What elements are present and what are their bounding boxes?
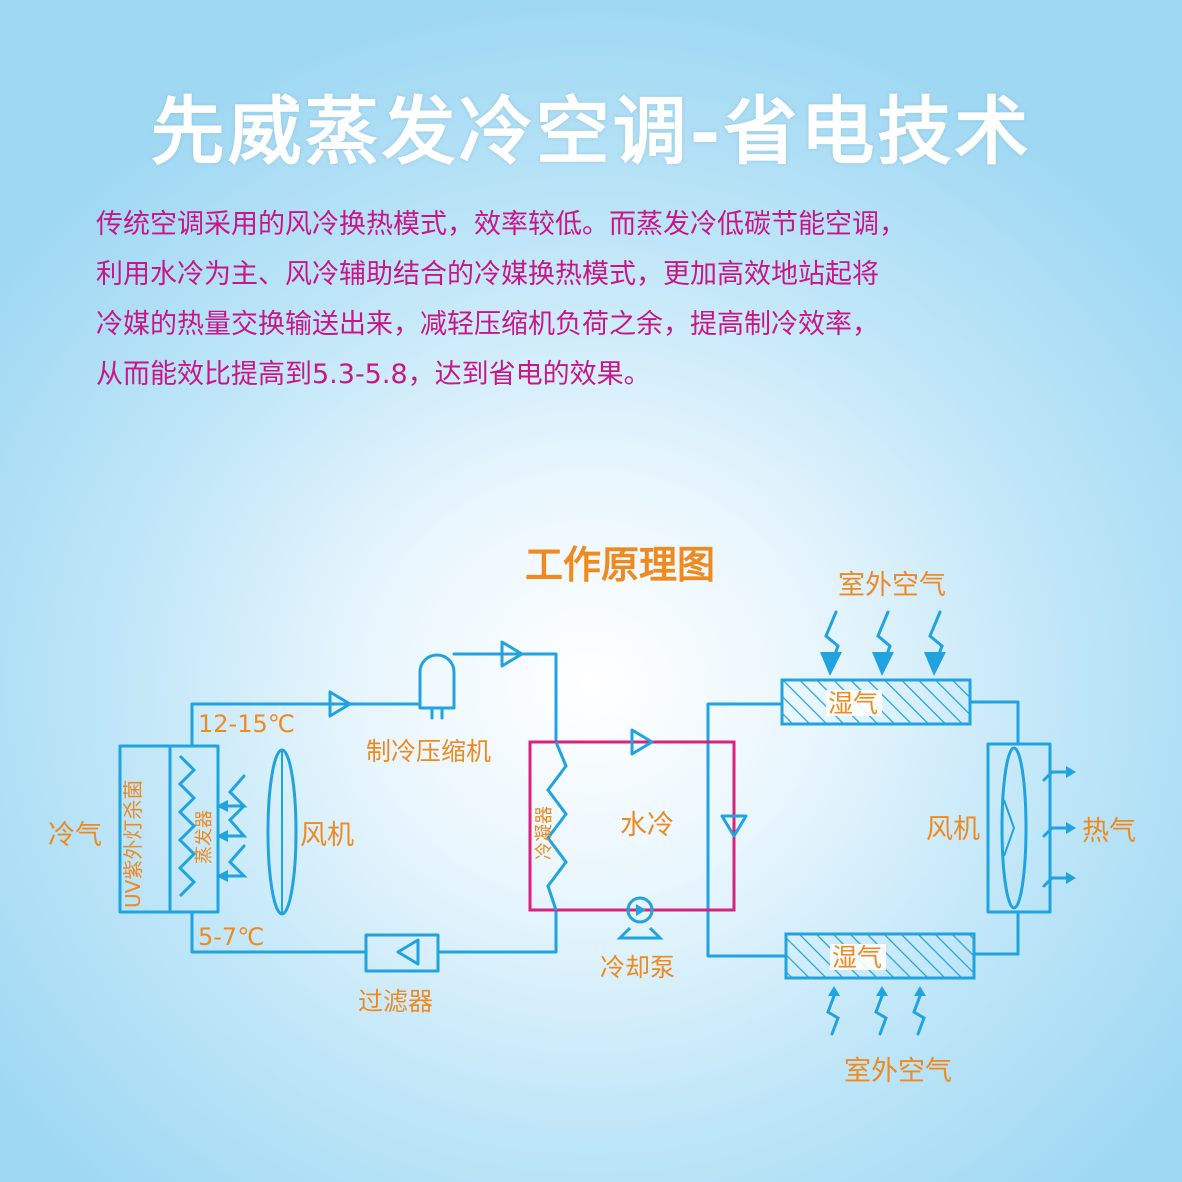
evaporator-label: 蒸发器 [194,810,215,864]
humid-air-bottom-label: 湿气 [832,943,882,972]
fan-right-label: 风机 [926,814,980,845]
air-pipe-right-top [968,700,1020,746]
intro-line: 从而能效比提高到5.3-5.8，达到省电的效果。 [96,359,651,390]
fan-right-icon [1000,746,1028,910]
intro-line: 传统空调采用的风冷换热模式，效率较低。而蒸发冷低碳节能空调， [96,209,906,240]
outdoor-air-arrow-icon [826,994,840,1036]
condenser-coil [546,741,568,911]
water-cooling-label: 水冷 [620,810,674,841]
outdoor-air-top-label: 室外空气 [838,570,946,601]
compressor-icon [418,653,456,720]
fan-left-label: 风机 [300,820,354,851]
hot-air-arrow-icon [1042,876,1068,888]
humid-air-top-label: 湿气 [828,689,878,718]
compressor-label: 制冷压缩机 [366,737,491,766]
diagram-title: 工作原理图 [524,543,715,587]
page-title: 先威蒸发冷空调-省电技术 [150,89,1032,175]
water-pipe-to-bottom-exchanger [706,908,788,958]
evaporator-coil [177,754,197,898]
cooling-pump-label: 冷却泵 [600,953,675,982]
cold-air-label: 冷气 [48,820,102,851]
refrigerant-pipe-compressor-out [452,652,558,744]
temp-high-label: 12-15℃ [198,710,295,738]
flow-arrow-icon [630,728,654,756]
flow-arrow-icon [500,640,524,668]
flow-arrow-icon [328,690,352,718]
condenser-label: 冷凝器 [534,806,555,860]
hot-air-label: 热气 [1082,816,1136,847]
flow-arrow-icon [396,938,420,966]
refrigerant-pipe-condenser-out [436,908,558,954]
intro-line: 利用水冷为主、风冷辅助结合的冷媒换热模式，更加高效地站起将 [96,259,879,290]
refrigerant-pipe-top [190,702,422,748]
refrigerant-pipe-bottom [190,910,368,954]
intro-line: 冷媒的热量交换输送出来，减轻压缩机负荷之余，提高制冷效率， [96,309,879,340]
airflow-arrow-icon [222,774,248,808]
airflow-arrow-icon [222,804,248,838]
filter-label: 过滤器 [358,987,433,1016]
hot-air-arrow-icon [1042,770,1068,782]
filter-unit [364,933,440,973]
outdoor-air-arrow-icon [874,994,888,1036]
intro-paragraph: 传统空调采用的风冷换热模式，效率较低。而蒸发冷低碳节能空调， 利用水冷为主、风冷… [96,200,1096,400]
hot-air-arrow-icon [1042,826,1068,838]
air-pipe-right-bottom [972,910,1020,956]
outdoor-air-bottom-label: 室外空气 [844,1056,952,1087]
airflow-arrow-icon [222,844,248,878]
temp-low-label: 5-7℃ [198,923,264,951]
water-pipe-to-top-exchanger [706,702,784,912]
uv-sterilizer-label: UV紫外灯杀菌 [121,780,145,908]
cooling-pump-icon [616,896,664,940]
fan-housing-right [986,742,1052,914]
flow-arrow-icon [720,814,748,838]
outdoor-air-arrow-icon [912,994,926,1036]
